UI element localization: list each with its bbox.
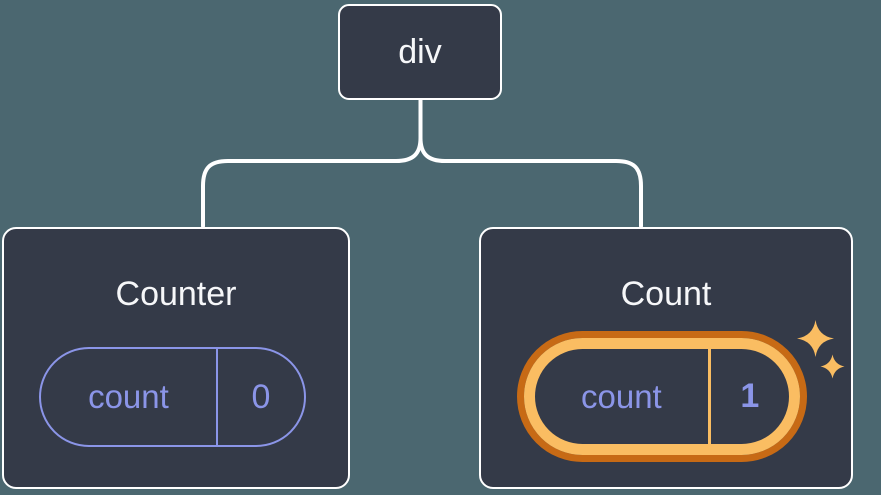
state-name-label: count xyxy=(41,349,218,445)
state-name-label: count xyxy=(535,349,711,444)
tree-node-div: div xyxy=(338,4,502,100)
connector-right-branch xyxy=(418,136,643,228)
component-title-counter: Counter xyxy=(115,275,237,313)
state-pill-count: count 1 xyxy=(524,338,800,455)
connector-left-branch xyxy=(201,136,423,228)
state-value: 1 xyxy=(740,377,760,415)
state-pill-counter: count 0 xyxy=(39,347,306,447)
state-value: 0 xyxy=(251,377,271,416)
sparkles-icon xyxy=(797,320,845,379)
component-node-counter: Counter count 0 xyxy=(2,227,350,489)
component-title-count: Count xyxy=(620,275,712,313)
component-node-count: Count count 1 xyxy=(479,227,853,489)
state-pill-count-highlight-ring: count 1 xyxy=(517,331,807,462)
tree-node-div-label: div xyxy=(398,32,442,71)
